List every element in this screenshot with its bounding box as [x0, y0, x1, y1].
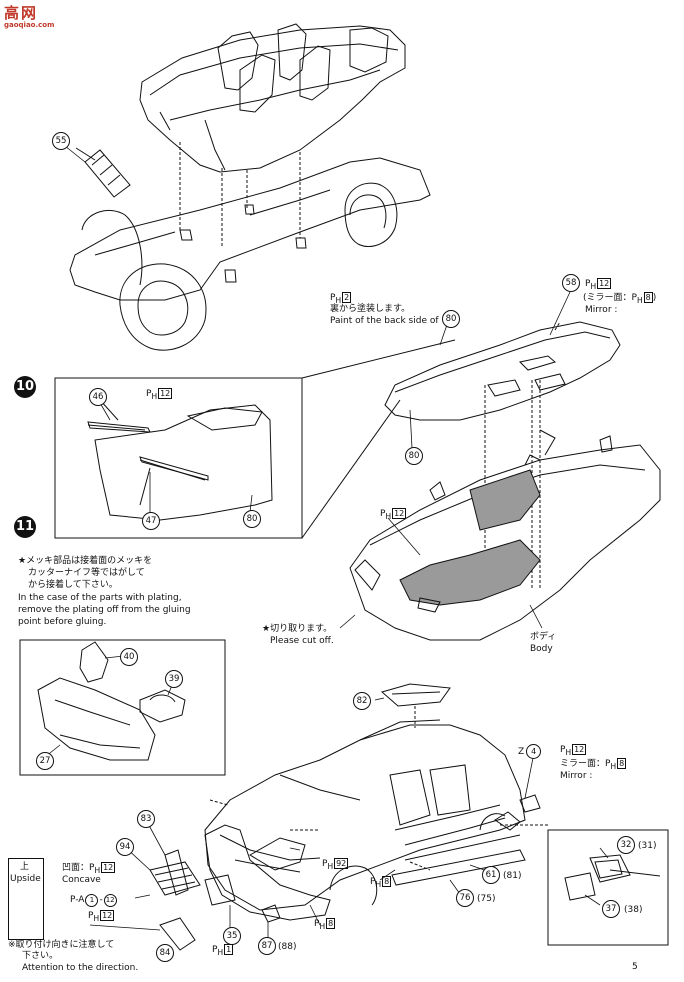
body-shell-drawing [349, 429, 661, 641]
part-83-label: 83 [137, 810, 155, 828]
watermark-chars: 高网 [4, 4, 39, 22]
body-label-en: Body [530, 644, 553, 654]
part-81-label: (81) [503, 871, 522, 881]
plating-note-jp1: ★メッキ部品は接着面のメッキを [18, 556, 153, 566]
mirror-part-37: 37 [602, 900, 620, 918]
part-87-label: 87 [258, 937, 276, 955]
direction-note-jp2: 下さい。 [22, 951, 59, 961]
mirror-part-32: 32 [617, 836, 635, 854]
part-76-label: 76 [456, 889, 474, 907]
side-skirt-drawing [391, 811, 526, 886]
step-10-badge: 10 [14, 376, 36, 398]
leader-lines [44, 141, 609, 938]
part-35-label: 35 [223, 927, 241, 945]
bumper-part-27: 27 [36, 752, 54, 770]
upside-en: Upside [10, 874, 41, 884]
mirror-part-31: (31) [638, 841, 657, 851]
step-11-badge: 11 [14, 516, 36, 538]
bumper-inset-box [19, 639, 226, 776]
cut-note-en: Please cut off. [270, 636, 334, 646]
plating-note-en2: remove the plating off from the gluing [18, 605, 191, 615]
hood-panel-80-drawing [384, 321, 621, 421]
body-label-jp: ボディ [530, 632, 557, 642]
part-80-body-label: 80 [405, 447, 423, 465]
plating-note-en3: point before gluing. [18, 617, 107, 627]
page-mark: 5 [632, 962, 638, 972]
plating-note-en1: In the case of the parts with plating, [18, 593, 182, 603]
assembly-lines-top [179, 142, 301, 248]
part-55-drawing [75, 147, 131, 198]
car-body-drawing [204, 719, 526, 911]
chassis-drawing [69, 157, 431, 351]
part-94-label: 94 [116, 838, 134, 856]
lower-mirror-en: Mirror : [560, 771, 593, 781]
watermark-logo: 高网 gaoqiao.com [4, 2, 54, 29]
part-58-label: 58 [562, 274, 580, 292]
assembly-lines-lower [209, 706, 548, 871]
bumper-part-40: 40 [120, 648, 138, 666]
direction-note-en: Attention to the direction. [22, 963, 139, 973]
plating-note-jp2: カッターナイフ等ではがして [28, 568, 145, 578]
upside-box [8, 858, 44, 940]
part-82-label: 82 [353, 692, 371, 710]
mirror-inset-box [519, 794, 669, 946]
mirror-note-en: Mirror : [585, 305, 618, 315]
inset10-part-80: 80 [243, 510, 261, 528]
paint-note-jp: 裏から塗装します。 [330, 304, 411, 314]
part-61-label: 61 [482, 866, 500, 884]
front-bumper-lower-drawing [149, 824, 331, 951]
paint-note-part-80: 80 [442, 310, 460, 328]
inset10-part-46: 46 [89, 388, 107, 406]
part-82-drawing [380, 683, 451, 707]
cut-note-jp: ★切り取ります。 [262, 624, 333, 634]
inset10-part-47: 47 [142, 512, 160, 530]
part-75-label: (75) [477, 894, 496, 904]
concave-note-en: Concave [62, 875, 101, 885]
upside-jp: 上 [20, 862, 30, 872]
part-88-label: (88) [278, 942, 297, 952]
direction-note-jp1: ※取り付け向きに注意して [8, 940, 115, 950]
plating-note-jp3: から接着して下さい。 [28, 580, 118, 590]
watermark-site: gaoqiao.com [4, 21, 55, 29]
part-55-label: 55 [52, 132, 70, 150]
mirror-part-38: (38) [624, 905, 643, 915]
step10-inset-box [54, 339, 456, 539]
part-84-label: 84 [156, 944, 174, 962]
paint-note-en: Paint of the back side of [330, 316, 439, 326]
interior-tub-drawing [139, 23, 406, 173]
bumper-part-39: 39 [165, 670, 183, 688]
